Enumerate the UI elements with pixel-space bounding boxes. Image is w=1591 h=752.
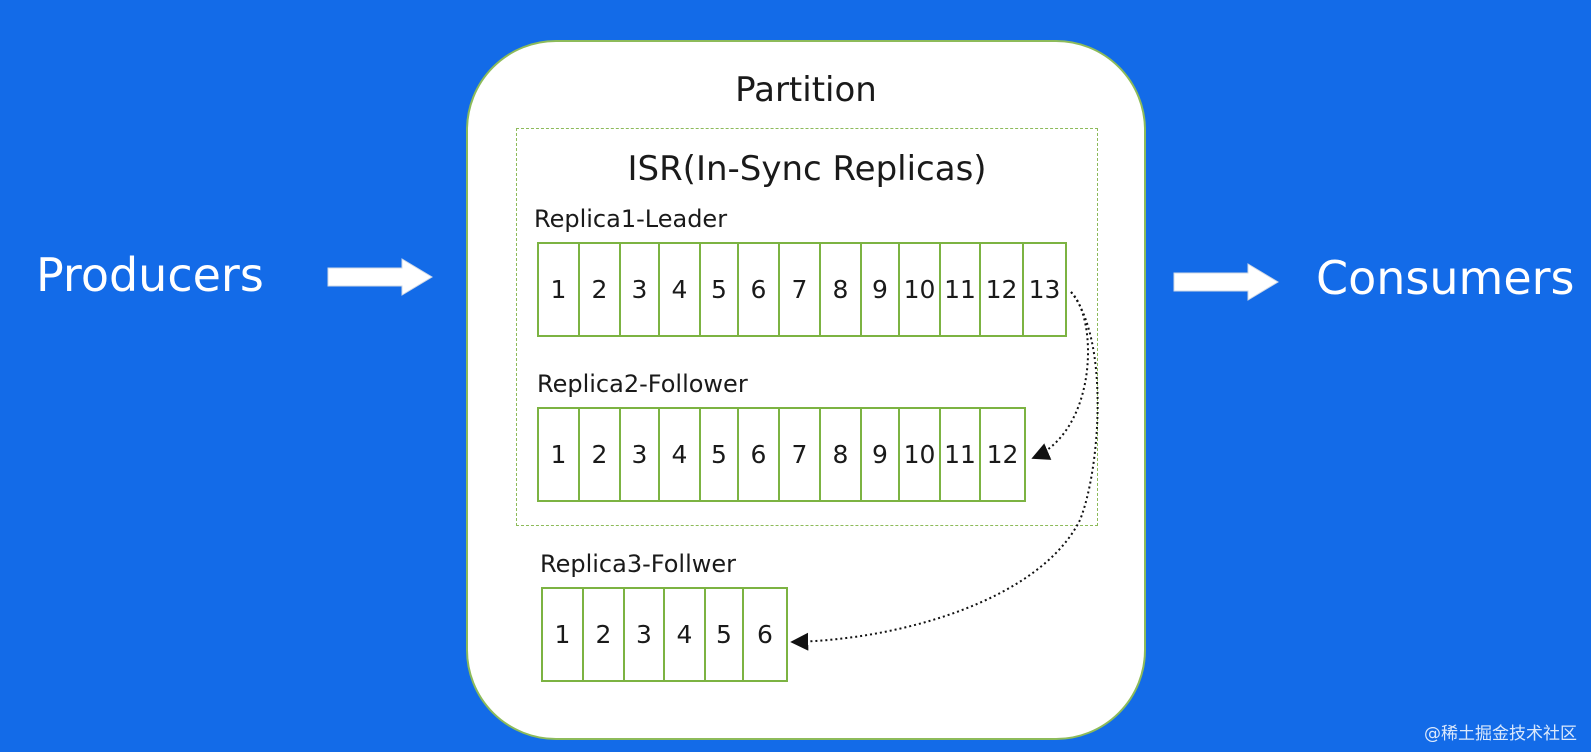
log-cell: 6 xyxy=(739,244,780,335)
log-cell: 7 xyxy=(780,244,821,335)
replica3-label: Replica3-Follwer xyxy=(540,550,736,578)
consumers-label: Consumers xyxy=(1316,251,1575,305)
log-cell: 8 xyxy=(821,409,862,500)
log-cell: 5 xyxy=(706,589,744,680)
log-cell: 5 xyxy=(701,409,739,500)
log-cell: 2 xyxy=(584,589,625,680)
consumers-arrow-icon xyxy=(1173,263,1279,301)
log-cell: 4 xyxy=(660,244,701,335)
log-cell: 6 xyxy=(757,620,773,649)
replica2-label: Replica2-Follower xyxy=(537,370,748,398)
log-cell: 12 xyxy=(981,244,1024,335)
leader-to-follower2-arrow xyxy=(1031,291,1090,460)
isr-title: ISR(In-Sync Replicas) xyxy=(627,149,987,189)
log-cell: 8 xyxy=(821,244,862,335)
leader-to-follower3-arrow xyxy=(790,291,1099,651)
log-cell: 3 xyxy=(625,589,665,680)
log-cell: 10 xyxy=(900,409,941,500)
producers-label: Producers xyxy=(36,248,264,302)
replica1-log: 1 2 3 4 5 6 7 8 9 10 11 12 13 xyxy=(537,242,1067,337)
log-cell: 5 xyxy=(701,244,739,335)
log-cell: 1 xyxy=(543,589,584,680)
partition-title: Partition xyxy=(735,70,877,110)
replica1-label: Replica1-Leader xyxy=(534,205,728,233)
log-cell: 1 xyxy=(539,409,580,500)
producers-arrow-icon xyxy=(327,258,433,296)
log-cell: 11 xyxy=(941,409,981,500)
replica3-log: 1 2 3 4 5 6 xyxy=(541,587,788,682)
replica2-log: 1 2 3 4 5 6 7 8 9 10 11 12 xyxy=(537,407,1026,502)
log-cell: 2 xyxy=(580,409,621,500)
partition-box: Partition ISR(In-Sync Replicas) Replica1… xyxy=(466,40,1146,740)
log-cell: 3 xyxy=(621,244,660,335)
isr-box: ISR(In-Sync Replicas) xyxy=(516,128,1098,526)
log-cell: 11 xyxy=(941,244,981,335)
watermark: @稀土掘金技术社区 xyxy=(1424,724,1577,744)
log-cell: 9 xyxy=(862,409,900,500)
log-cell: 10 xyxy=(900,244,941,335)
log-cell: 1 xyxy=(539,244,580,335)
log-cell: 7 xyxy=(780,409,821,500)
log-cell: 12 xyxy=(986,440,1019,469)
log-cell: 9 xyxy=(862,244,900,335)
log-cell: 4 xyxy=(660,409,701,500)
log-cell: 3 xyxy=(621,409,660,500)
log-cell: 6 xyxy=(739,409,780,500)
log-cell: 4 xyxy=(665,589,706,680)
log-cell: 13 xyxy=(1028,275,1061,304)
log-cell: 2 xyxy=(580,244,621,335)
